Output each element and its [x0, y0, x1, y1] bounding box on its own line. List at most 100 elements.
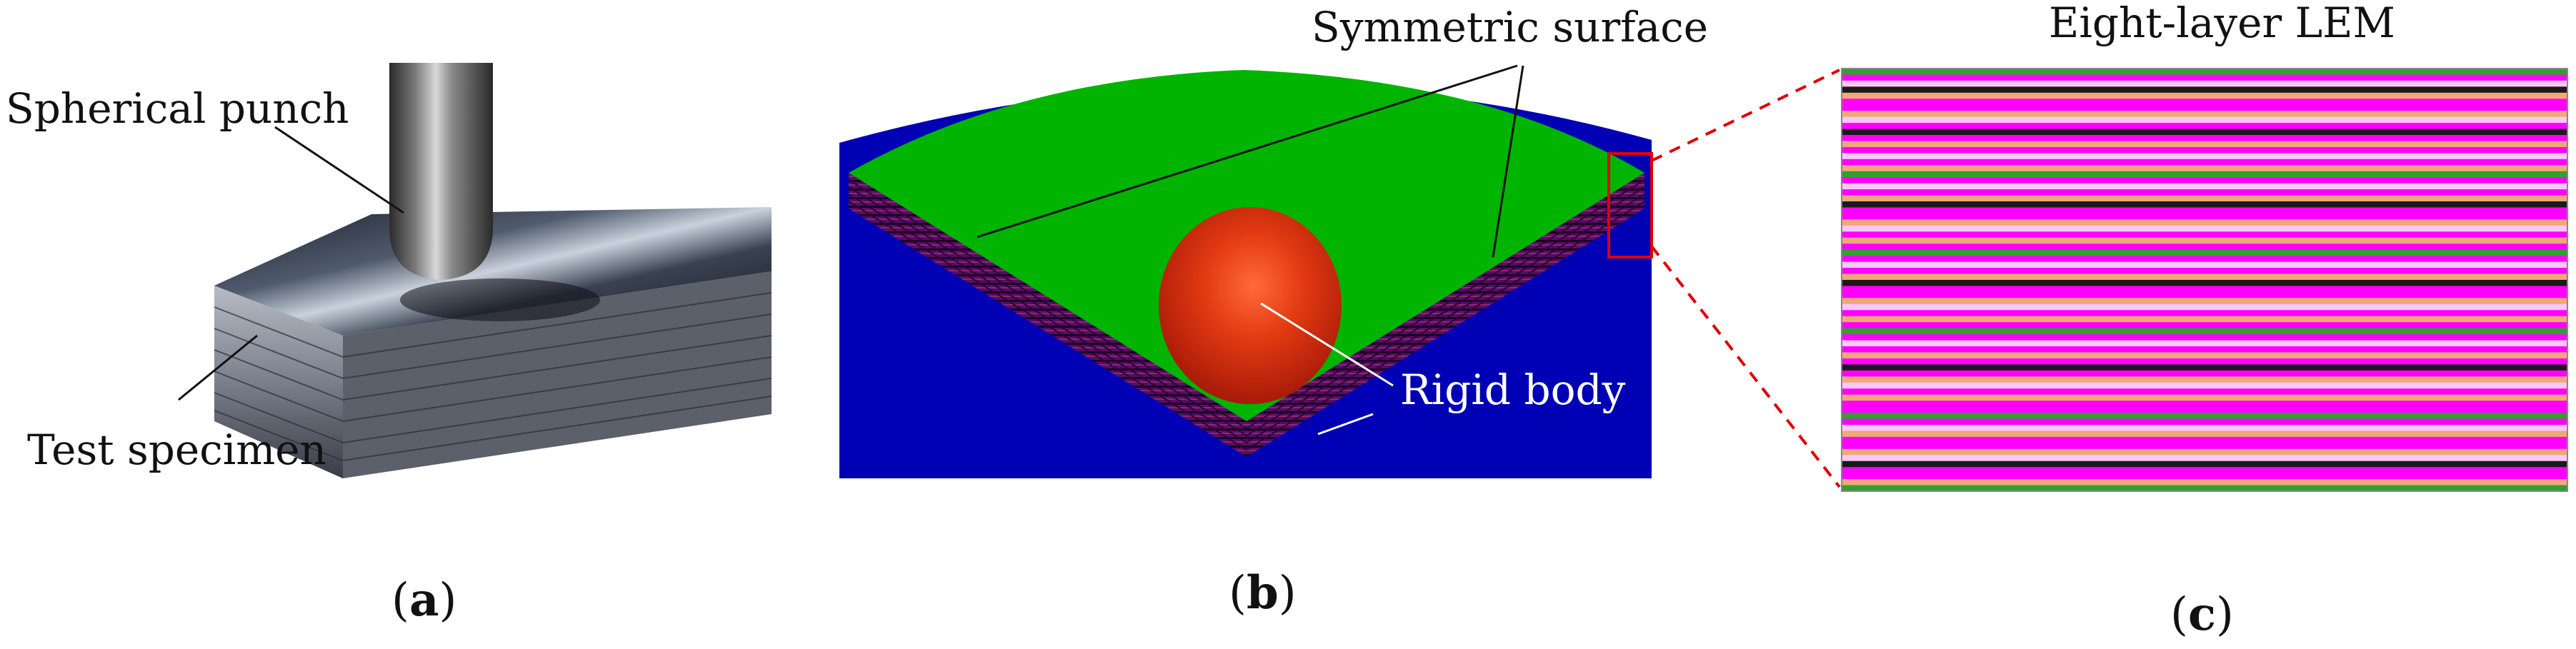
- lem-layer-stripe: [1842, 92, 2567, 99]
- laminate-stripes: [848, 179, 1645, 451]
- lem-layer-stripe: [1842, 316, 2567, 323]
- lem-layer-stripe: [1842, 424, 2567, 432]
- lem-layer-stripe: [1842, 219, 2567, 226]
- punch-leader-line: [274, 126, 404, 214]
- lem-layer-stripe: [1842, 171, 2567, 178]
- lem-layer-stripe: [1842, 99, 2567, 106]
- lem-layer-stripe: [1842, 322, 2567, 329]
- symmetric-line-1: [977, 64, 1518, 238]
- lem-layer-stripe: [1842, 364, 2567, 371]
- specimen-layer-lines: [214, 292, 772, 462]
- rigid-label: Rigid body: [1400, 366, 1626, 414]
- lem-layer-stripe: [1842, 268, 2567, 275]
- lem-layer-stripe: [1842, 298, 2567, 305]
- lem-layer-stripe: [1842, 340, 2567, 347]
- lem-layer-stripe: [1842, 129, 2567, 136]
- punch-label: Spherical punch: [6, 84, 349, 133]
- lem-layer-stripe: [1842, 401, 2567, 408]
- lem-layer-stripe: [1842, 69, 2567, 76]
- caption-b: (b): [1229, 566, 1297, 620]
- panel-b: Symmetric surface Rigid body (b): [839, 3, 1708, 620]
- caption-a-letter: a: [409, 573, 439, 627]
- laminate-right-side: [1247, 173, 1644, 457]
- lem-layer-stack: [1842, 69, 2567, 492]
- lem-layer-stripe: [1842, 370, 2567, 377]
- panel-a: Spherical punch Test specimen (a): [6, 63, 772, 627]
- caption-b-letter: b: [1247, 566, 1279, 620]
- lem-layer-stripe: [1842, 159, 2567, 166]
- symmetric-label: Symmetric surface: [1312, 3, 1708, 51]
- zoom-connector-top: [1651, 69, 1840, 162]
- lem-layer-stripe: [1842, 201, 2567, 208]
- specimen-reflection: [400, 278, 600, 321]
- lem-layer-stripe: [1842, 80, 2567, 87]
- lem-layer-stripe: [1842, 382, 2567, 389]
- lem-layer-stripe: [1842, 74, 2567, 81]
- caption-a: (a): [391, 573, 456, 627]
- lem-layer-stripe: [1842, 165, 2567, 172]
- laminate-left-side: [849, 173, 1247, 457]
- lem-layer-stripe: [1842, 443, 2567, 450]
- lem-layer-stripe: [1842, 431, 2567, 438]
- lem-layer-stripe: [1842, 189, 2567, 196]
- lem-layer-stripe: [1842, 461, 2567, 468]
- lem-layer-stripe: [1842, 479, 2567, 486]
- panel-c: Eight-layer LEM (c): [1841, 0, 2568, 641]
- lem-layer-stripe: [1842, 352, 2567, 359]
- spherical-punch: [389, 63, 493, 280]
- zoom-box: [1607, 152, 1653, 258]
- lem-layer-stripe: [1842, 413, 2567, 420]
- rigid-leader-line-2: [1317, 413, 1374, 436]
- rigid-leader-line-1: [1260, 302, 1394, 387]
- lem-layer-stripe: [1842, 213, 2567, 221]
- lem-layer-stripe: [1842, 141, 2567, 148]
- specimen-leader-line: [178, 334, 258, 401]
- lem-layer-stripe: [1842, 394, 2567, 401]
- lem-layer-stripe: [1842, 104, 2567, 111]
- lem-frame: [1841, 68, 2568, 492]
- lem-layer-stripe: [1842, 473, 2567, 480]
- lem-layer-stripe: [1842, 388, 2567, 396]
- lem-layer-stripe: [1842, 225, 2567, 232]
- lem-layer-stripe: [1842, 310, 2567, 317]
- lem-layer-stripe: [1842, 406, 2567, 413]
- specimen-label: Test specimen: [27, 426, 326, 474]
- lem-layer-stripe: [1842, 256, 2567, 263]
- lem-layer-stripe: [1842, 153, 2567, 160]
- rigid-sphere: [1159, 207, 1342, 404]
- lem-layer-stripe: [1842, 249, 2567, 256]
- caption-c: (c): [2170, 588, 2234, 641]
- lem-layer-stripe: [1842, 485, 2567, 492]
- lem-layer-stripe: [1842, 261, 2567, 268]
- lem-layer-stripe: [1842, 207, 2567, 214]
- lem-layer-stripe: [1842, 123, 2567, 130]
- lem-layer-stripe: [1842, 135, 2567, 142]
- lem-layer-stripe: [1842, 86, 2567, 94]
- lem-layer-stripe: [1842, 177, 2567, 184]
- lem-layer-stripe: [1842, 358, 2567, 365]
- lem-layer-stripe: [1842, 436, 2567, 443]
- lem-layer-stripe: [1842, 376, 2567, 383]
- caption-c-letter: c: [2188, 588, 2216, 641]
- lem-layer-stripe: [1842, 334, 2567, 341]
- lem-layer-stripe: [1842, 111, 2567, 118]
- lem-layer-stripe: [1842, 237, 2567, 244]
- lem-layer-stripe: [1842, 291, 2567, 298]
- lem-layer-stripe: [1842, 448, 2567, 456]
- lem-title: Eight-layer LEM: [2049, 0, 2395, 47]
- lem-layer-stripe: [1842, 273, 2567, 281]
- lem-layer-stripe: [1842, 303, 2567, 311]
- lem-layer-stripe: [1842, 328, 2567, 335]
- lem-layer-stripe: [1842, 286, 2567, 293]
- zoom-connector-bottom: [1650, 245, 1841, 488]
- lem-layer-stripe: [1842, 280, 2567, 287]
- lem-layer-stripe: [1842, 146, 2567, 154]
- lem-layer-stripe: [1842, 467, 2567, 474]
- lem-layer-stripe: [1842, 418, 2567, 426]
- lem-layer-stripe: [1842, 195, 2567, 202]
- specimen-top-face: [214, 207, 772, 336]
- lem-layer-stripe: [1842, 243, 2567, 251]
- lem-layer-stripe: [1842, 455, 2567, 462]
